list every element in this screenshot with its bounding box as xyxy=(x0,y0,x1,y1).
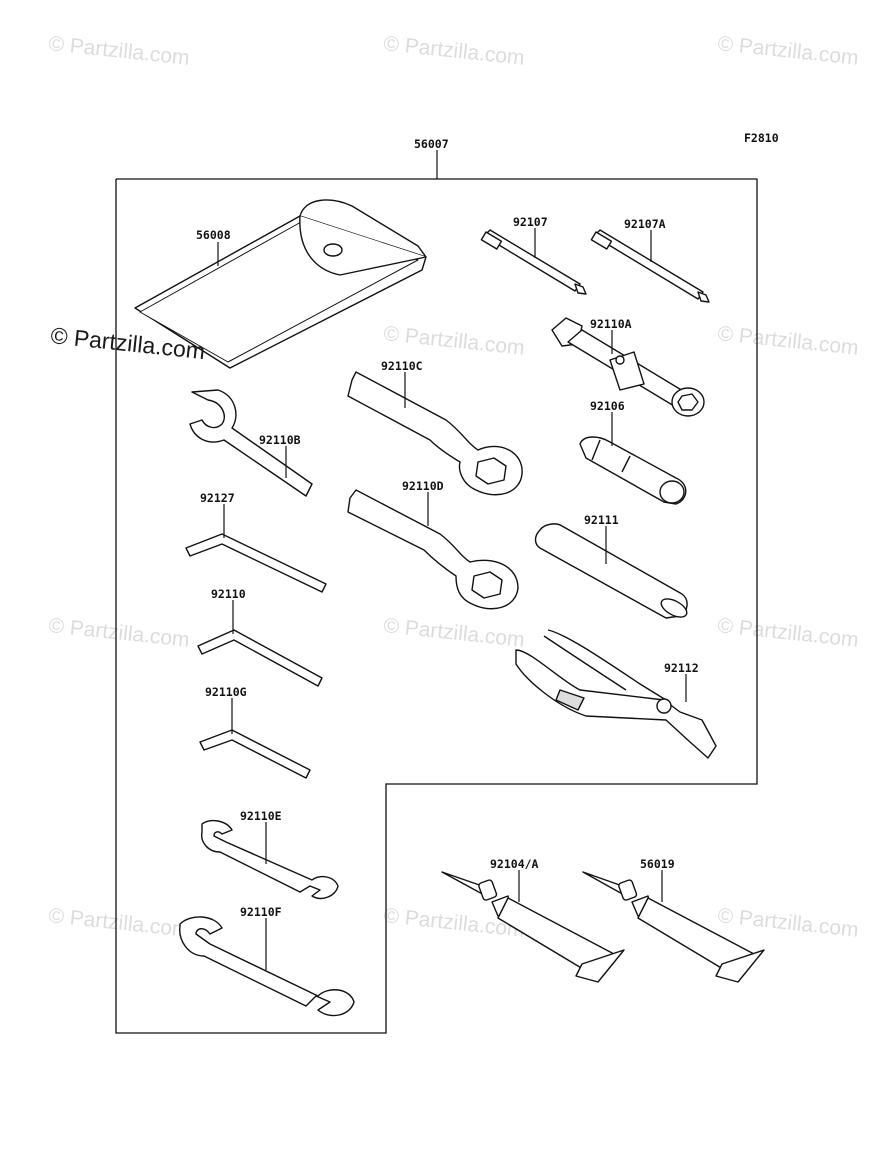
part-label-56008[interactable]: 56008 xyxy=(196,228,231,242)
screwdriver-bit-92107a[interactable] xyxy=(590,229,710,303)
open-end-spanner-92110e[interactable] xyxy=(201,819,339,900)
grease-tube-56019[interactable] xyxy=(582,871,765,983)
socket-wrench-92110a[interactable] xyxy=(551,317,705,417)
tool-pouch[interactable] xyxy=(134,199,427,369)
hex-key-92110g[interactable] xyxy=(199,729,311,779)
open-end-spanner-92110f[interactable] xyxy=(179,916,355,1017)
part-label-92106[interactable]: 92106 xyxy=(590,399,625,413)
watermark: © Partzilla.com xyxy=(716,614,859,652)
watermark-layer: © Partzilla.com © Partzilla.com © Partzi… xyxy=(47,32,859,942)
watermark: © Partzilla.com xyxy=(716,32,859,70)
part-label-56019[interactable]: 56019 xyxy=(640,857,675,871)
hook-wrench-92110b[interactable] xyxy=(189,389,313,497)
hex-key-92110[interactable] xyxy=(197,629,323,687)
part-label-92110d[interactable]: 92110D xyxy=(402,479,444,493)
watermark: © Partzilla.com xyxy=(47,904,190,942)
part-label-92110f[interactable]: 92110F xyxy=(240,905,282,919)
part-label-92110[interactable]: 92110 xyxy=(211,587,246,601)
watermark: © Partzilla.com xyxy=(47,32,190,70)
part-label-92110b[interactable]: 92110B xyxy=(259,433,301,447)
grease-tube-92104a[interactable] xyxy=(441,871,625,983)
part-label-92112[interactable]: 92112 xyxy=(664,661,699,675)
part-label-92110e[interactable]: 92110E xyxy=(240,809,282,823)
part-label-56007[interactable]: 56007 xyxy=(414,137,449,151)
part-label-92111[interactable]: 92111 xyxy=(584,513,619,527)
ring-spanner-92110c[interactable] xyxy=(347,371,523,496)
part-label-92127[interactable]: 92127 xyxy=(200,491,235,505)
part-label-92110g[interactable]: 92110G xyxy=(205,685,247,699)
tube-handle-92111[interactable] xyxy=(534,523,690,621)
watermark: © Partzilla.com xyxy=(716,904,859,942)
part-label-92107[interactable]: 92107 xyxy=(513,215,548,229)
screwdriver-bit-92107[interactable] xyxy=(480,229,587,295)
watermark: © Partzilla.com xyxy=(382,32,525,70)
kit-frame xyxy=(115,178,758,1034)
watermark: © Partzilla.com xyxy=(47,614,190,652)
figure-code: F2810 xyxy=(744,131,779,145)
ring-spanner-92110d[interactable] xyxy=(347,489,519,610)
watermark: © Partzilla.com xyxy=(716,322,859,360)
watermark: © Partzilla.com xyxy=(382,614,525,652)
part-label-92104a[interactable]: 92104/A xyxy=(490,857,539,871)
hex-key-92127[interactable] xyxy=(185,533,327,593)
socket-92106[interactable] xyxy=(579,436,687,505)
part-label-92110a[interactable]: 92110A xyxy=(590,317,632,331)
watermark: © Partzilla.com xyxy=(382,322,525,360)
part-label-92107a[interactable]: 92107A xyxy=(624,217,666,231)
pliers-92112[interactable] xyxy=(515,629,717,759)
part-label-92110c[interactable]: 92110C xyxy=(381,359,423,373)
